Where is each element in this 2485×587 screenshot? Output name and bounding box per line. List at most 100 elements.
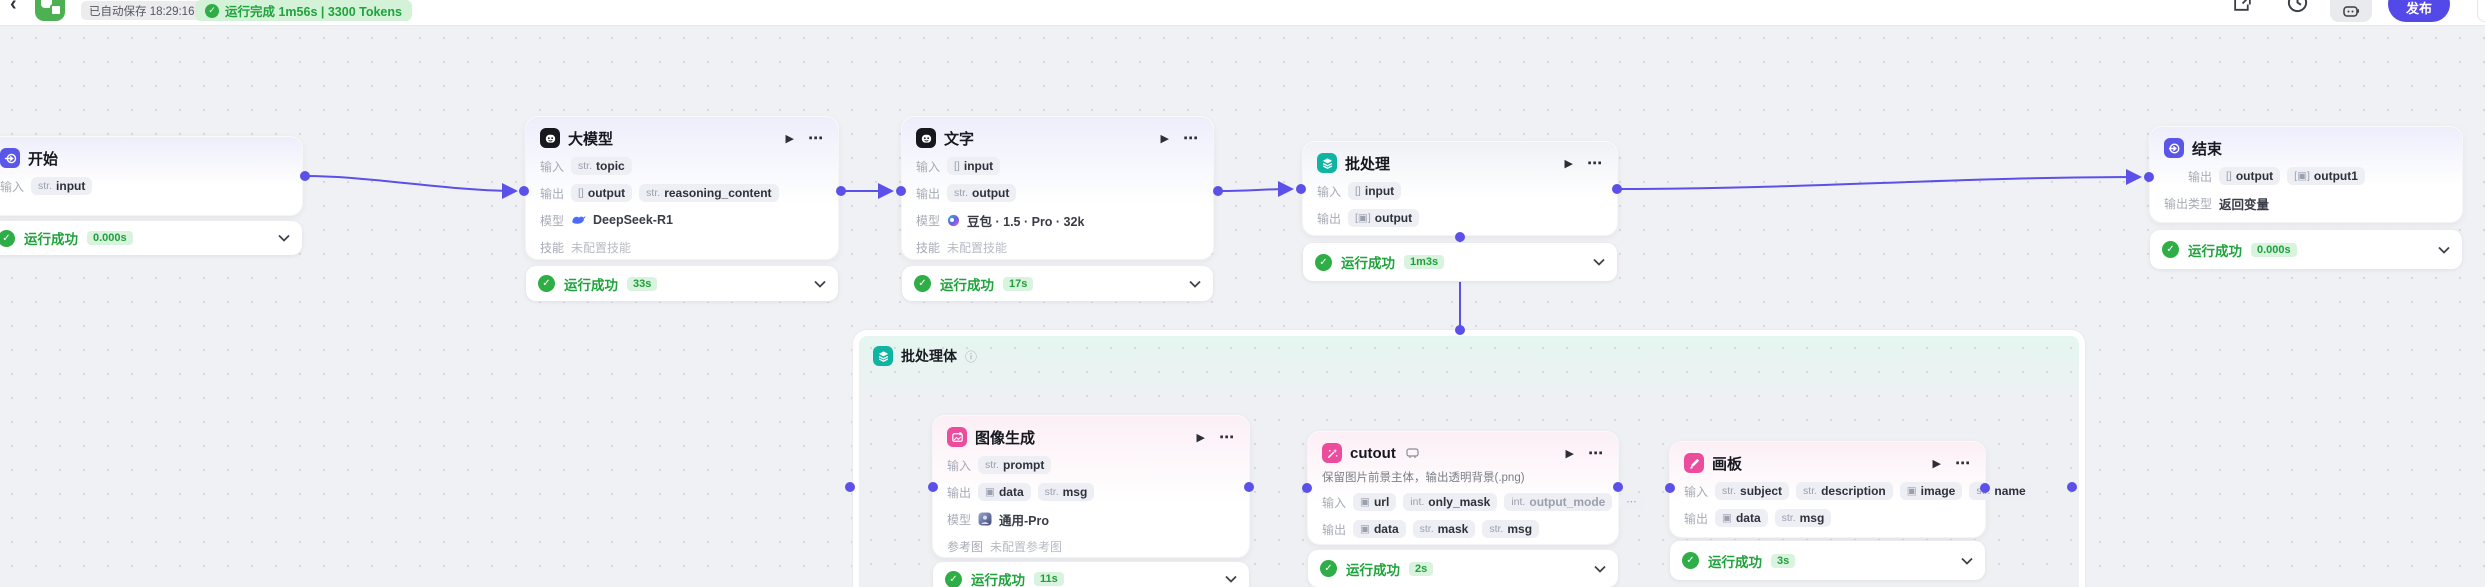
node-menu-button[interactable]: ⋯: [1183, 130, 1199, 147]
status-time: 17s: [1003, 276, 1034, 291]
share-icon[interactable]: [2232, 0, 2253, 19]
port[interactable]: [519, 186, 529, 196]
port[interactable]: [2144, 172, 2154, 182]
node-image-gen-status[interactable]: ✓ 运行成功 11s: [933, 562, 1249, 587]
port[interactable]: [1613, 482, 1623, 492]
run-node-button[interactable]: ▶: [785, 132, 794, 145]
bot-icon: [2342, 6, 2359, 17]
info-icon[interactable]: ⓘ: [965, 349, 978, 364]
row-label: 输出类型: [2164, 196, 2213, 211]
node-llm[interactable]: 大模型 ▶⋯ 输入 str.topic 输出 []output str.reas…: [526, 117, 838, 259]
node-start[interactable]: 开始 输入 str.input: [0, 137, 302, 215]
row-label: 输入: [1322, 495, 1347, 510]
node-cutout-status[interactable]: ✓ 运行成功 2s: [1308, 550, 1618, 587]
node-menu-button[interactable]: ⋯: [1587, 155, 1603, 172]
port[interactable]: [300, 171, 310, 181]
status-time: 2s: [1409, 561, 1434, 576]
node-batch-status[interactable]: ✓ 运行成功 1m3s: [1303, 243, 1617, 281]
node-board-status[interactable]: ✓ 运行成功 3s: [1670, 541, 1985, 580]
success-check-icon: ✓: [538, 275, 555, 292]
params-overflow-pill[interactable]: ⋯: [1619, 494, 1644, 510]
port[interactable]: [896, 186, 906, 196]
node-text[interactable]: 文字 ▶⋯ 输入 []input 输出 str.output 模型 豆包 · 1…: [902, 117, 1213, 259]
start-icon: [0, 148, 20, 168]
param-pill: str.msg: [1037, 483, 1095, 501]
end-icon: [2164, 138, 2184, 158]
port[interactable]: [1455, 232, 1465, 242]
chevron-down-icon[interactable]: [1593, 258, 1605, 266]
node-board[interactable]: 画板 ▶⋯ 输入 str.subject str.description ▣im…: [1670, 442, 2033, 537]
robot-icon: [540, 128, 560, 148]
chevron-down-icon[interactable]: [1225, 575, 1237, 583]
param-pill: ▣data: [978, 483, 1031, 501]
row-label: 输出: [2187, 169, 2212, 184]
run-summary-badge[interactable]: ✓ 运行完成 1m56s | 3300 Tokens: [195, 0, 412, 21]
model-value: 豆包 · 1.5 · Pro · 32k: [967, 214, 1085, 229]
layers-icon: [873, 346, 893, 366]
debug-panel-button[interactable]: [2330, 0, 2372, 22]
port[interactable]: [1980, 483, 1990, 493]
run-node-button[interactable]: ▶: [1565, 447, 1574, 460]
node-title: 开始: [28, 150, 59, 168]
port[interactable]: [1296, 184, 1306, 194]
node-menu-button[interactable]: ⋯: [1588, 445, 1604, 462]
param-pill: int.only_mask: [1403, 493, 1498, 511]
magic-wand-icon: [1322, 443, 1342, 463]
node-description: 保留图片前景主体，输出透明背景(.png): [1322, 472, 1525, 484]
run-node-button[interactable]: ▶: [1160, 132, 1169, 145]
model-value: 通用-Pro: [999, 513, 1050, 528]
chevron-down-icon[interactable]: [1961, 557, 1973, 565]
chevron-down-icon[interactable]: [814, 280, 826, 288]
row-label: 技能: [916, 240, 941, 255]
port[interactable]: [1244, 482, 1254, 492]
run-node-button[interactable]: ▶: [1564, 157, 1573, 170]
param-pill: int.output_mode: [1504, 493, 1613, 511]
port[interactable]: [928, 482, 938, 492]
node-title: 批处理: [1345, 155, 1391, 173]
node-menu-button[interactable]: ⋯: [1219, 429, 1235, 446]
chevron-down-icon[interactable]: [1594, 565, 1606, 573]
port[interactable]: [836, 186, 846, 196]
param-pill: str.msg: [1774, 509, 1832, 527]
model-avatar: [978, 512, 992, 526]
node-end[interactable]: 结束 输出 []output [▣]output1 输出类型 返回变量: [2150, 127, 2462, 222]
node-llm-status[interactable]: ✓ 运行成功 33s: [526, 266, 838, 301]
port[interactable]: [1612, 184, 1622, 194]
status-label: 运行成功: [1346, 562, 1400, 578]
canvas[interactable]: [0, 25, 2485, 587]
node-end-status[interactable]: ✓ 运行成功 0.000s: [2150, 230, 2462, 269]
port[interactable]: [1455, 325, 1465, 335]
node-image-gen[interactable]: 图像生成 ▶⋯ 输入 str.prompt 输出 ▣data str.msg 模…: [933, 416, 1249, 557]
app-logo[interactable]: [35, 0, 65, 21]
param-pill: str.prompt: [978, 456, 1052, 474]
param-pill: ▣data: [1353, 520, 1406, 538]
run-node-button[interactable]: ▶: [1932, 457, 1941, 470]
chevron-down-icon[interactable]: [1189, 280, 1201, 288]
port[interactable]: [2067, 482, 2077, 492]
node-text-status[interactable]: ✓ 运行成功 17s: [902, 266, 1213, 301]
node-cutout[interactable]: cutout ▶⋯ 保留图片前景主体，输出透明背景(.png) 输入 ▣url …: [1308, 432, 1644, 544]
row-label: 输入: [0, 179, 25, 194]
run-node-button[interactable]: ▶: [1196, 431, 1205, 444]
chevron-down-icon[interactable]: [2438, 246, 2450, 254]
port[interactable]: [845, 482, 855, 492]
node-menu-button[interactable]: ⋯: [808, 130, 824, 147]
port[interactable]: [1302, 483, 1312, 493]
node-menu-button[interactable]: ⋯: [1955, 455, 1971, 472]
chevron-down-icon[interactable]: [278, 234, 290, 242]
partial-button[interactable]: [2477, 0, 2485, 22]
param-pill: []input: [1348, 182, 1402, 200]
row-label: 输入: [540, 159, 565, 174]
param-pill: ▣data: [1715, 509, 1768, 527]
port[interactable]: [1665, 483, 1675, 493]
param-pill: []output: [2219, 167, 2281, 185]
history-clock-icon[interactable]: [2286, 0, 2309, 19]
status-label: 运行成功: [564, 277, 618, 293]
publish-button[interactable]: 发布: [2388, 0, 2450, 22]
status-label: 运行成功: [24, 232, 78, 247]
back-button[interactable]: ‹: [10, 0, 17, 15]
param-pill: str.output: [947, 184, 1017, 202]
port[interactable]: [1213, 186, 1223, 196]
node-start-status[interactable]: ✓ 运行成功 0.000s: [0, 221, 302, 255]
node-batch[interactable]: 批处理 ▶⋯ 输入 []input 输出 [▣]output: [1303, 142, 1617, 235]
